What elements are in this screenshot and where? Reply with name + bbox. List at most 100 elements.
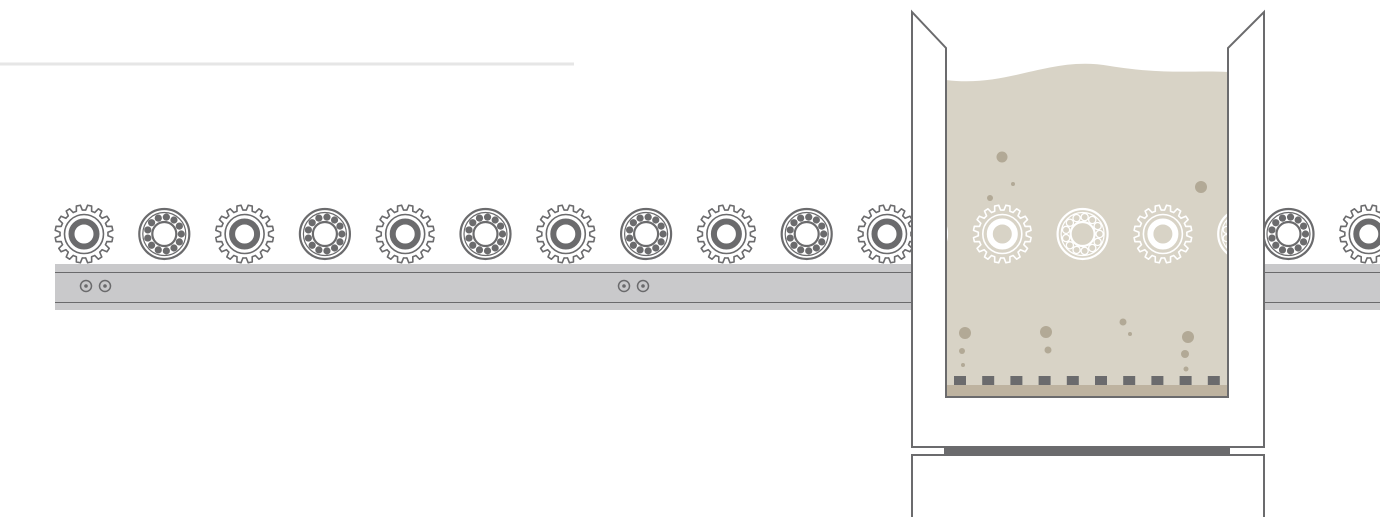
bearing-ball bbox=[154, 246, 162, 254]
bearing-ball bbox=[812, 244, 820, 252]
bearing-ball bbox=[330, 244, 339, 252]
bearing-outer-race bbox=[1056, 207, 1109, 261]
bearing-ball bbox=[1065, 218, 1075, 227]
bearing-ball bbox=[652, 216, 660, 224]
bearing-ball bbox=[820, 230, 828, 238]
bearing-ball bbox=[1093, 221, 1102, 231]
bearing-ball bbox=[797, 214, 805, 222]
bearing-ball bbox=[315, 214, 323, 222]
gear-teeth bbox=[1133, 204, 1193, 264]
tank-floor bbox=[946, 385, 1228, 397]
gear-hub bbox=[710, 218, 742, 250]
bearing-ball bbox=[1226, 218, 1228, 227]
bearing-ball bbox=[659, 230, 667, 238]
bearing-ball bbox=[786, 234, 794, 242]
gear-icon bbox=[215, 204, 275, 264]
bearing-ball bbox=[812, 216, 820, 224]
bath-particle bbox=[1183, 366, 1189, 372]
bearing-ball bbox=[1061, 225, 1071, 235]
bearing-icon bbox=[780, 207, 833, 261]
bath-particle bbox=[959, 327, 971, 339]
bath-particle bbox=[1040, 326, 1052, 338]
transducer-element bbox=[1207, 376, 1220, 385]
bearing-ball bbox=[1294, 244, 1302, 252]
bearing-ball bbox=[786, 226, 794, 234]
bearing-ball bbox=[315, 246, 323, 254]
bearing-ball bbox=[629, 241, 637, 249]
bearing-inner-race bbox=[1069, 220, 1096, 248]
bearing-ball bbox=[790, 241, 798, 249]
bearing-ball bbox=[304, 226, 312, 234]
bearing-ball bbox=[644, 247, 652, 255]
bath-particle bbox=[1181, 350, 1189, 358]
bath-particle bbox=[1195, 181, 1207, 193]
bath-particle bbox=[1011, 182, 1015, 186]
ultrasonic-tank-icon bbox=[911, 9, 1265, 517]
gear-icon bbox=[857, 204, 917, 264]
bearing-ball bbox=[805, 247, 813, 255]
bearing-ball bbox=[625, 234, 634, 242]
bolt-ring bbox=[98, 279, 112, 293]
bearing-ball bbox=[1286, 213, 1295, 221]
bearing-ball bbox=[147, 241, 156, 249]
gear-rim bbox=[384, 213, 426, 255]
bearing-outer-inner-edge bbox=[623, 211, 669, 257]
gear-rim bbox=[1348, 213, 1380, 255]
bolt-icon bbox=[98, 279, 112, 293]
bearing-outer-inner-edge bbox=[302, 211, 347, 257]
transducer-element bbox=[1151, 376, 1164, 385]
gear-icon bbox=[54, 204, 114, 264]
bearing-ball bbox=[1222, 225, 1228, 235]
bearing-outer-inner-edge bbox=[1266, 211, 1311, 257]
bearing-ball bbox=[1272, 219, 1280, 227]
gear-hub bbox=[550, 218, 582, 250]
bath-particle bbox=[959, 348, 965, 354]
gear-teeth bbox=[857, 204, 917, 264]
submerged-bearing-icon bbox=[1056, 207, 1109, 261]
bearing-ball bbox=[496, 238, 505, 246]
transducer-element bbox=[1038, 376, 1051, 385]
bearing-ball bbox=[144, 234, 152, 242]
bearing-ball bbox=[177, 230, 185, 238]
bearing-ball bbox=[154, 214, 162, 222]
bearing-ball bbox=[790, 219, 798, 227]
bolt-center bbox=[84, 284, 88, 288]
gear-rim bbox=[63, 213, 105, 255]
bearing-icon bbox=[619, 207, 673, 261]
bolt-icon bbox=[636, 279, 650, 293]
gear-icon bbox=[536, 204, 596, 264]
gear-hub bbox=[389, 218, 421, 250]
bearing-outer-race bbox=[1217, 207, 1228, 261]
bearing-ball bbox=[465, 234, 473, 242]
bath-particle bbox=[1044, 346, 1052, 354]
gear-rim bbox=[981, 213, 1023, 255]
bearing-ball bbox=[175, 238, 183, 246]
bolt-ring bbox=[617, 279, 631, 293]
bearing-ball bbox=[308, 241, 316, 249]
bearing-ball bbox=[1268, 234, 1276, 242]
bearing-ball bbox=[175, 222, 183, 230]
transducer-element bbox=[1010, 376, 1023, 385]
bearing-ball bbox=[657, 222, 665, 230]
bearing-ball bbox=[475, 246, 484, 254]
transducer-element bbox=[982, 376, 995, 385]
transducer-element bbox=[1179, 376, 1192, 385]
gear-hub bbox=[871, 218, 903, 250]
bearing-ball bbox=[304, 234, 312, 242]
bearing-ball bbox=[1299, 222, 1308, 230]
bearing-inner-race bbox=[632, 220, 660, 248]
tank-stand bbox=[911, 454, 1265, 517]
bearing-ball bbox=[498, 230, 507, 238]
bearing-ball bbox=[323, 247, 331, 255]
bolt-ring bbox=[636, 279, 650, 293]
bearing-inner-race bbox=[1275, 220, 1302, 248]
gear-icon bbox=[1339, 204, 1380, 264]
bearing-ball bbox=[1226, 241, 1228, 250]
gear-hub bbox=[1353, 218, 1380, 250]
transducer-element bbox=[1095, 376, 1107, 385]
bearing-ball bbox=[1299, 238, 1308, 246]
bath-liquid-group bbox=[946, 63, 1228, 390]
tank-base-plate bbox=[944, 447, 1230, 455]
